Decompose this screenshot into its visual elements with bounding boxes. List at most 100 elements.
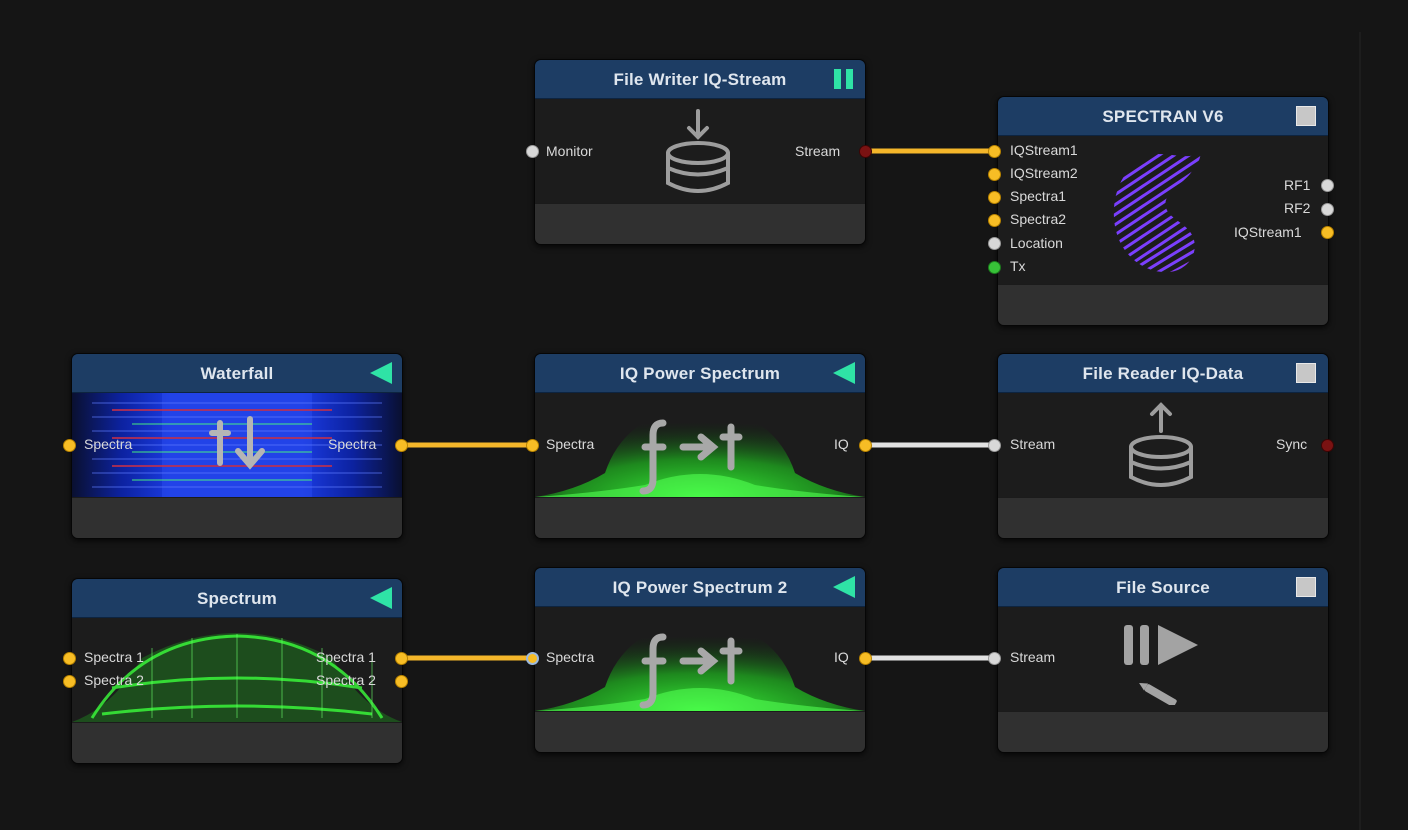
node-footer [72,723,402,763]
port-label-iq: IQ [834,649,849,665]
port-location-in[interactable] [988,237,1001,250]
port-label-spectra-out: Spectra [328,436,377,452]
node-title: SPECTRAN V6 [1102,107,1224,126]
node-file-reader[interactable]: File Reader IQ-Data [997,353,1329,539]
port-label-stream: Stream [1010,649,1056,665]
node-file-source[interactable]: File Source [997,567,1329,753]
database-download-icon [666,109,730,193]
node-header[interactable]: IQ Power Spectrum [535,354,865,393]
node-header[interactable]: File Reader IQ-Data [998,354,1328,393]
port-spectra2-in[interactable] [988,214,1001,227]
port-spectrum-spectra2-out[interactable] [395,675,408,688]
node-header[interactable]: Waterfall [72,354,402,393]
node-title: Waterfall [200,364,274,383]
power-spectrum-preview-icon [535,403,865,497]
port-rf1-out[interactable] [1321,179,1334,192]
port-iqpower-spectra[interactable] [526,439,539,452]
port-iqstream1-out[interactable] [1321,226,1334,239]
node-body [535,393,865,497]
node-footer [998,285,1328,325]
port-label-stream: Stream [1010,436,1056,452]
port-label-spectra1: Spectra1 [1010,188,1067,204]
play-icon[interactable] [833,362,855,384]
port-label-spectra: Spectra [546,649,595,665]
play-pause-edit-icon [1124,625,1198,705]
node-spectrum[interactable]: Spectrum [71,578,403,764]
waterfall-preview-icon [72,393,402,497]
port-label-tx: Tx [1010,258,1026,274]
port-spectra1-in[interactable] [988,191,1001,204]
play-icon[interactable] [370,362,392,384]
node-header[interactable]: SPECTRAN V6 [998,97,1328,136]
node-title: IQ Power Spectrum [619,364,781,383]
port-iqpower2-iq[interactable] [859,652,872,665]
power-spectrum-preview-icon [535,617,865,711]
node-header[interactable]: IQ Power Spectrum 2 [535,568,865,607]
node-footer [535,712,865,752]
port-spectrum-spectra1-in[interactable] [63,652,76,665]
node-file-writer[interactable]: File Writer IQ-Stream [534,59,866,245]
port-tx-in[interactable] [988,261,1001,274]
node-iq-power-spectrum-2[interactable]: IQ Power Spectrum 2 [534,567,866,753]
port-label-spectra2: Spectra2 [1010,211,1067,227]
node-footer [998,712,1328,752]
node-header[interactable]: File Writer IQ-Stream [535,60,865,99]
node-body [998,136,1328,284]
node-iq-power-spectrum[interactable]: IQ Power Spectrum [534,353,866,539]
port-filereader-stream[interactable] [988,439,1001,452]
stop-square-icon[interactable] [1296,106,1316,126]
port-label-rf2: RF2 [1284,200,1311,216]
port-waterfall-spectra-out[interactable] [395,439,408,452]
port-label-iqstream1: IQStream1 [1010,142,1078,158]
port-label-rf1: RF1 [1284,177,1311,193]
node-body [72,393,402,497]
port-label-spectra1-in: Spectra 1 [84,649,144,665]
port-monitor[interactable] [526,145,539,158]
node-footer [535,498,865,538]
node-body [72,618,402,722]
node-waterfall[interactable]: Waterfall [71,353,403,539]
port-filesource-stream[interactable] [988,652,1001,665]
port-label-sync: Sync [1276,436,1308,452]
node-header[interactable]: File Source [998,568,1328,607]
node-title: File Writer IQ-Stream [613,70,787,89]
node-footer [535,204,865,244]
port-label-monitor: Monitor [546,143,593,159]
port-rf2-out[interactable] [1321,203,1334,216]
spectrum-preview-icon [72,633,402,722]
port-spectrum-spectra2-in[interactable] [63,675,76,688]
node-title: File Reader IQ-Data [1082,364,1244,383]
node-spectran-v6[interactable]: SPECTRAN V6 [997,96,1329,326]
node-header[interactable]: Spectrum [72,579,402,618]
node-title: IQ Power Spectrum 2 [612,578,788,597]
node-body [998,393,1328,497]
node-title: Spectrum [196,589,277,608]
play-icon[interactable] [370,587,392,609]
port-iqpower2-spectra[interactable] [526,652,539,665]
port-label-spectra: Spectra [546,436,595,452]
node-title: File Source [1116,578,1210,597]
stop-square-icon[interactable] [1296,577,1316,597]
port-filereader-sync[interactable] [1321,439,1334,452]
play-icon[interactable] [833,576,855,598]
port-label-location: Location [1010,235,1063,251]
node-body [998,607,1328,711]
panel-divider [1359,32,1361,830]
port-stream-out[interactable] [859,145,872,158]
port-label-spectra-in: Spectra [84,436,133,452]
port-label-spectra1-out: Spectra 1 [316,649,376,665]
port-iqstream1-in[interactable] [988,145,1001,158]
spectran-logo-icon [1113,152,1201,273]
stop-square-icon[interactable] [1296,363,1316,383]
port-label-spectra2-out: Spectra 2 [316,672,376,688]
node-footer [72,498,402,538]
database-upload-icon [1129,402,1193,487]
port-iqpower-iq[interactable] [859,439,872,452]
port-iqstream2-in[interactable] [988,168,1001,181]
port-waterfall-spectra-in[interactable] [63,439,76,452]
port-spectrum-spectra1-out[interactable] [395,652,408,665]
port-label-spectra2-in: Spectra 2 [84,672,144,688]
pause-icon[interactable] [834,69,854,89]
node-footer [998,498,1328,538]
node-body [535,607,865,711]
